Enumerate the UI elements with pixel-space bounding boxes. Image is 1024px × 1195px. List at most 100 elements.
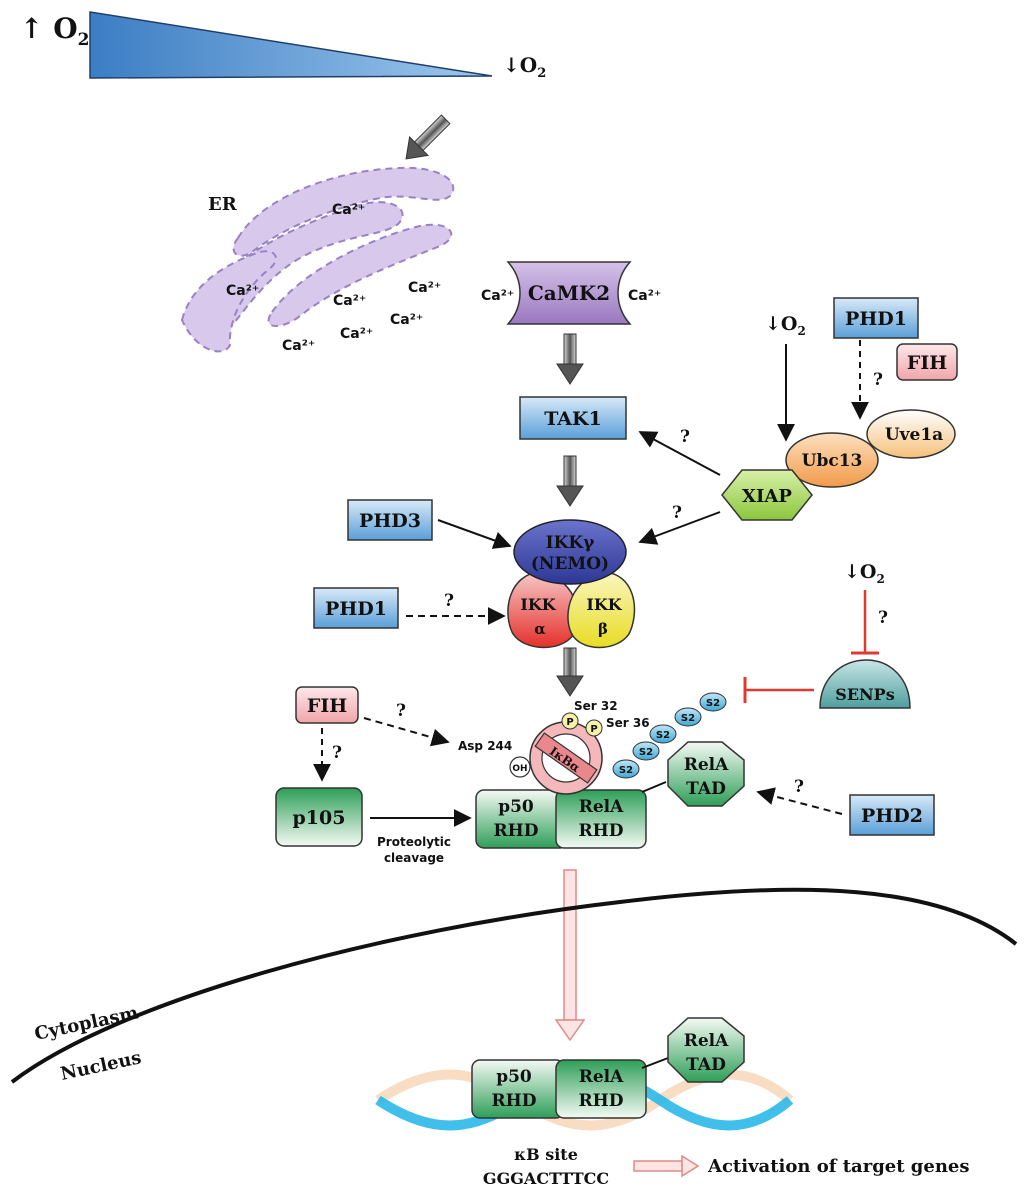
phd1-top-label: PHD1 [845,308,907,330]
rela-tad-nuc-label: RelA [684,1031,729,1051]
phd1-mid-node: PHD1 [313,587,399,629]
tak1-node: TAK1 [519,396,627,440]
question-mark: ? [396,701,406,721]
camk2-to-tak1-arrow [556,333,584,385]
calcium-ion: Ca²⁺ [226,283,259,299]
activation-arrow [633,1154,700,1178]
p50-rhd-nuc-label: RHD [492,1091,537,1111]
p50-rhd-cyto-label: RHD [494,821,539,841]
nuclear-envelope [10,887,1018,1084]
p50-nuc-label: p50 [496,1067,532,1087]
low-oxygen-xiap-label: ↓O2 [765,313,806,338]
ikk-to-nfkb-arrow [556,647,584,697]
rela-nuc-label: RelA [579,1067,624,1087]
sumo-label: S2 [619,765,633,776]
kb-sequence-label: GGGACTTTCC [483,1169,609,1188]
ikk-beta-subunit [567,571,636,649]
calcium-ion: Ca²⁺ [333,293,366,309]
ikk-complex: IKKγ (NEMO) IKK α IKK β [507,519,636,649]
rela-rhd-cyto [555,789,647,849]
calcium-ions: Ca²⁺ Ca²⁺ Ca²⁺ Ca²⁺ Ca²⁺ Ca²⁺ Ca²⁺ [226,202,441,354]
ser32-label: Ser 32 [574,699,618,713]
p105-node: p105 [275,787,363,847]
ubc13-label: Ubc13 [802,451,863,471]
calcium-ion: Ca²⁺ [340,326,373,342]
question-mark: ? [672,503,682,523]
rela-tad-nuc-label-line2: TAD [686,1055,726,1075]
phospho-mark: P [590,724,597,735]
rela-tad-cyto-label-line2: TAD [686,779,726,799]
xiap-to-tak1-arrow [638,431,721,476]
cytoplasmic-nfkb-complex: p50 RHD RelA RHD RelA TAD [475,741,745,849]
camk2-calcium-right: Ca²⁺ [628,288,661,304]
sumo-label: S2 [681,713,695,724]
xiap-node: XIAP [721,469,813,521]
high-oxygen-label: ↑ O2 [20,12,89,50]
proteolytic-cleavage-label: Proteolytic [377,835,451,849]
phd2-to-rela-tad-arrow [756,787,843,815]
proteolytic-cleavage-label-line2: cleavage [384,851,444,865]
question-mark: ? [794,777,804,797]
sumo-label: S2 [706,698,720,709]
fih-top-label: FIH [907,352,947,374]
p105-label: p105 [293,807,346,829]
phospho-ser32 [561,712,579,730]
rela-tad-nuc [667,1017,745,1083]
tak1-to-ikk-arrow [556,455,584,507]
tak1-label: TAK1 [544,408,602,430]
rela-cyto-label: RelA [579,797,624,817]
ikk-gamma-nemo [513,519,627,585]
senps-label: SENPs [835,685,894,704]
er-label: ER [208,194,238,215]
phospho-ser36 [585,719,603,737]
rela-rhd-nuc-label: RHD [579,1091,624,1111]
hydroxyl-asp244 [509,756,531,778]
ikba-inhibitor: IκBα P P Ser 32 Ser 36 OH Asp 244 S2 S2 … [458,692,727,795]
senps-node: SENPs [819,659,911,709]
nuclear-nfkb-complex: p50 RHD RelA RHD RelA TAD [471,1017,745,1119]
endoplasmic-reticulum [180,166,455,353]
phd2-label: PHD2 [861,805,923,827]
question-mark: ? [680,427,690,447]
question-mark: ? [878,608,888,628]
phospho-mark: P [566,717,573,728]
ikk-alpha-greek: α [534,620,546,638]
fih-to-ikba-arrow [363,717,450,747]
rela-rhd-nuc [555,1059,647,1119]
ikk-beta-label: IKK [586,595,622,614]
phd1-top-node: PHD1 [833,297,919,339]
fih-mid-label: FIH [307,695,347,717]
p50-cyto-label: p50 [498,797,534,817]
fih-top-node: FIH [896,343,958,381]
xiap-label: XIAP [742,486,792,507]
ubc13-node: Ubc13 [785,432,879,488]
phd3-to-ikk-arrow [437,519,512,549]
low-oxygen-label: ↓O2 [503,53,546,81]
sumo-chain: S2 S2 S2 S2 S2 [612,692,727,779]
question-mark: ? [332,743,342,763]
uve1a-node: Uve1a [866,409,956,459]
phd3-node: PHD3 [347,499,433,541]
oxygen-gradient-wedge [89,11,493,79]
camk2-calcium-left: Ca²⁺ [481,288,514,304]
question-mark: ? [873,370,883,390]
ikk-gamma-label: IKKγ [546,533,596,553]
sumo-label: S2 [656,730,670,741]
question-mark: ? [444,591,454,611]
calcium-ion: Ca²⁺ [408,280,441,296]
ikk-alpha-label: IKK [520,595,556,614]
oh-mark: OH [512,764,527,774]
camk2-label: CaMK2 [528,281,610,305]
phd3-label: PHD3 [359,510,421,532]
rela-tad-cyto-label: RelA [684,755,729,775]
phd1-mid-label: PHD1 [325,598,387,620]
oxygen-gradient: ↑ O2 ↓O2 [20,11,546,81]
calcium-ion: Ca²⁺ [332,202,365,218]
hypoxia-to-er-arrow [405,114,451,160]
camk2-node: CaMK2 Ca²⁺ Ca²⁺ [481,261,661,325]
nucleus-label: Nucleus [59,1047,144,1085]
activation-label: Activation of target genes [707,1156,970,1177]
ikk-beta-greek: β [598,620,608,638]
ser36-label: Ser 36 [606,716,650,730]
